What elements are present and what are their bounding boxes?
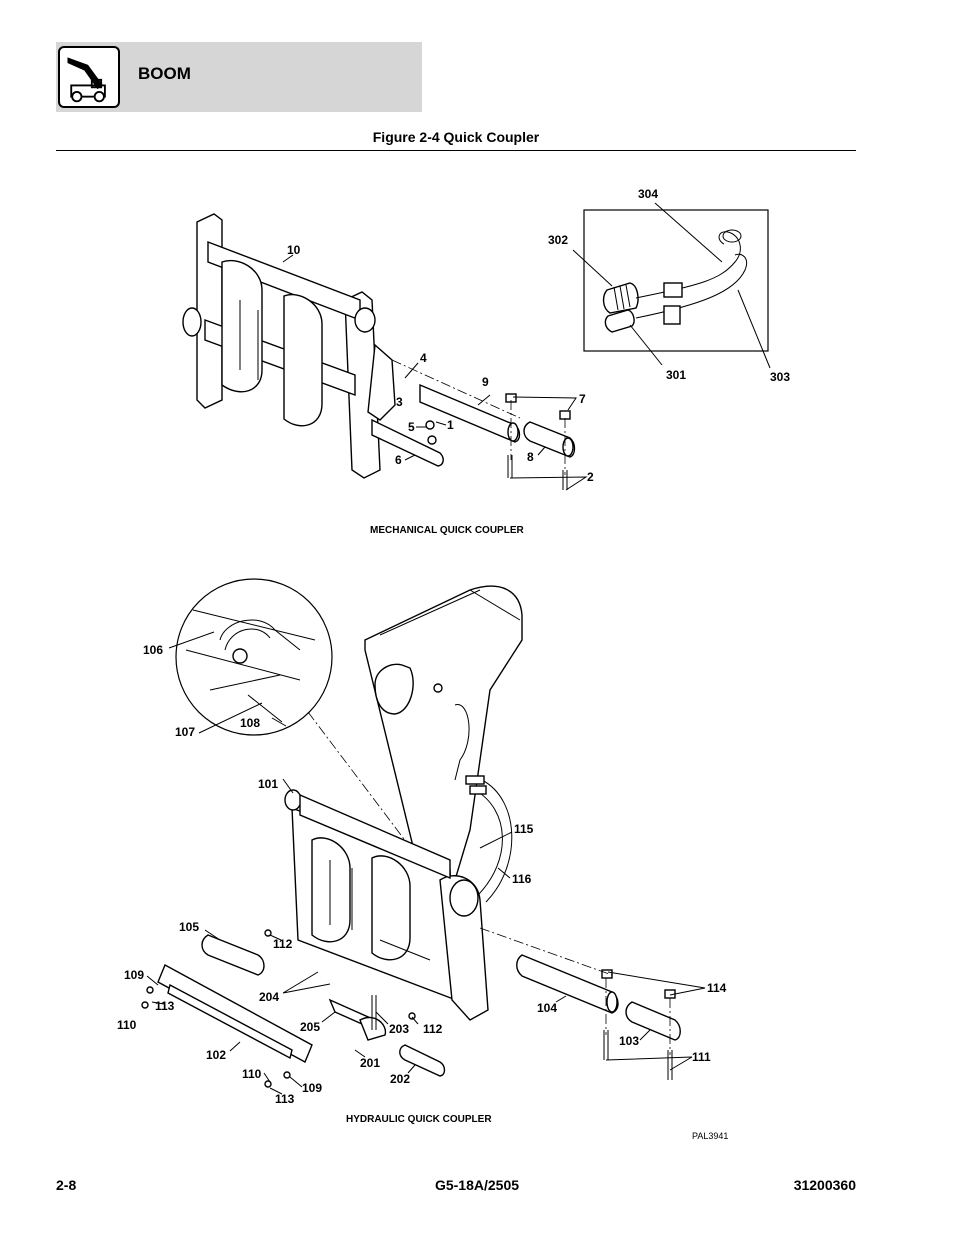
callout: 116 [512,872,532,886]
callout: 111 [692,1050,711,1064]
drawing-id: PAL3941 [692,1131,729,1141]
callout: 10 [287,243,301,257]
callout: 113 [155,999,175,1013]
callout: 112 [273,937,293,951]
callout: 107 [175,725,195,739]
callout: 101 [258,777,278,791]
callout: 2 [587,470,594,484]
callout: 304 [638,187,658,201]
callout: 4 [420,351,427,365]
callout: 115 [514,822,534,836]
callout: 113 [275,1092,295,1106]
callout: 102 [206,1048,226,1062]
header-rule [56,150,856,151]
callout: 109 [302,1081,322,1095]
mechanical-caption: MECHANICAL QUICK COUPLER [370,525,524,536]
callout: 104 [537,1001,557,1015]
coupler-fittings-inset [572,202,771,369]
hydraulic-coupler-illustration [141,578,706,1095]
callout: 3 [396,395,403,409]
callout: 303 [770,370,790,384]
callout: 7 [579,392,586,406]
section-title: BOOM [138,64,191,83]
callout: 103 [619,1034,639,1048]
callout: 205 [300,1020,320,1034]
figure-title: Figure 2-4 Quick Coupler [372,129,540,145]
callout: 108 [240,716,260,730]
callout: 5 [408,420,415,434]
callout: 110 [117,1018,137,1032]
telehandler-boom-icon [58,46,120,108]
document-number: 31200360 [793,1177,856,1193]
callout: 106 [143,643,163,657]
callout: 201 [360,1056,380,1070]
callout: 1 [447,418,454,432]
callout: 202 [390,1072,410,1086]
hydraulic-caption: HYDRAULIC QUICK COUPLER [346,1114,492,1125]
callout: 114 [707,981,727,995]
callout: 204 [259,990,279,1004]
callout: 301 [666,368,686,382]
callout: 302 [548,233,568,247]
mechanical-coupler-illustration [182,213,588,491]
callout: 6 [395,453,402,467]
page-number: 2-8 [56,1177,77,1193]
callout: 112 [423,1022,443,1036]
model-number: G5-18A/2505 [434,1177,520,1193]
callout: 105 [179,920,199,934]
callout: 109 [124,968,144,982]
callout: 8 [527,450,534,464]
callout: 9 [482,375,489,389]
callout: 110 [242,1067,262,1081]
callout: 203 [389,1022,409,1036]
